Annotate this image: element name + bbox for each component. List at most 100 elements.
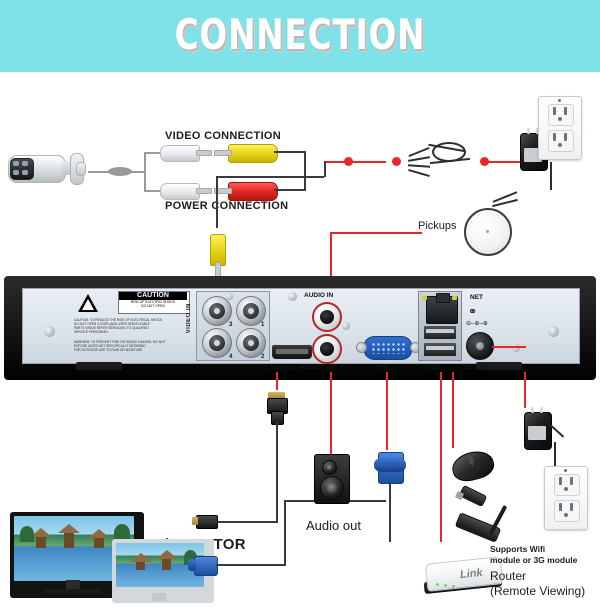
red-node-1 bbox=[344, 157, 353, 166]
power-red-trace-a bbox=[324, 161, 348, 163]
wall-outlet-top bbox=[538, 96, 582, 160]
video-connection-label: VIDEO CONNECTION bbox=[165, 130, 282, 142]
caution-body2: DO NOT OPEN COVER (AND USER SERVICEABLE bbox=[74, 322, 150, 326]
dc-red-trace-h bbox=[492, 346, 526, 348]
audio-in-label: AUDIO IN bbox=[304, 292, 334, 299]
vga-plug-dvr-head bbox=[374, 458, 406, 472]
vga-plug-monitor bbox=[194, 556, 218, 576]
usb-label: USB bbox=[426, 364, 440, 371]
video-down-wire bbox=[216, 176, 218, 228]
junction-wire bbox=[304, 176, 324, 178]
power-red-trace-c bbox=[488, 161, 520, 163]
power-rca-red bbox=[228, 182, 278, 201]
bnc-number-3: 3 bbox=[229, 322, 233, 328]
bnc-port-1[interactable] bbox=[236, 296, 266, 326]
router-label-line2: (Remote Viewing) bbox=[490, 584, 586, 598]
vga-red-trace bbox=[386, 372, 388, 450]
router-led-1 bbox=[436, 583, 439, 586]
dvr-foot-left bbox=[76, 362, 122, 370]
red-node-3 bbox=[480, 157, 489, 166]
hdmi-red-trace bbox=[276, 372, 278, 390]
usb-port-1[interactable] bbox=[424, 326, 456, 339]
header-band bbox=[0, 0, 600, 72]
dc-power-jack[interactable] bbox=[466, 332, 494, 360]
vga-cable-run-v bbox=[284, 500, 286, 566]
camera-splitter-top bbox=[144, 152, 162, 154]
router-label-line1: Router bbox=[490, 569, 527, 583]
power-male-plug bbox=[160, 183, 200, 200]
power-connection-label: POWER CONNECTION bbox=[165, 200, 289, 212]
pickups-label: Pickups bbox=[418, 220, 457, 232]
usb-mouse bbox=[449, 447, 497, 485]
video-rca-pin bbox=[214, 150, 232, 156]
vga-screw-left bbox=[356, 342, 367, 353]
power-rca-pin bbox=[214, 188, 232, 194]
net-port[interactable] bbox=[426, 293, 458, 324]
video-plug-pin bbox=[196, 150, 212, 156]
vga-label: VGA bbox=[374, 364, 389, 371]
router-led-2 bbox=[444, 584, 447, 587]
pickup-red-down bbox=[330, 232, 332, 290]
camera-splitter-bottom bbox=[144, 190, 162, 192]
hd-port-label: HD-port bbox=[271, 364, 296, 371]
wifi-note-line1: Supports Wifi bbox=[490, 544, 546, 554]
caution-sub2: DO NOT OPEN bbox=[141, 304, 165, 308]
net-led-right bbox=[452, 296, 457, 300]
tv-large-stand bbox=[44, 589, 102, 594]
vga-plug-dvr-cable bbox=[389, 482, 391, 542]
cable-ferrite bbox=[108, 167, 132, 176]
dvr-foot-right bbox=[476, 362, 522, 370]
wall-outlet-bottom bbox=[544, 466, 588, 530]
caution-body3: PARTS INSIDE REFER SERVICING TO QUALIFIE… bbox=[74, 326, 149, 330]
page-title: CONNECTION bbox=[174, 10, 426, 59]
audio-out-device-label: Audio out bbox=[306, 518, 361, 533]
net-label: NET bbox=[470, 294, 483, 301]
bnc-block-screw bbox=[226, 293, 233, 300]
caution-body4: SERVICE PERSONNEL bbox=[74, 330, 109, 334]
bnc-port-2[interactable] bbox=[236, 328, 266, 358]
audio-in-jack[interactable] bbox=[312, 302, 342, 332]
usb2-red-trace bbox=[452, 372, 454, 448]
audio-pickup-mic bbox=[464, 208, 512, 256]
caution-body1: CAUTION: TO REDUCE THE RISK OF ELECTRICA… bbox=[74, 318, 163, 322]
vga-port[interactable] bbox=[364, 336, 412, 360]
bnc-port-4[interactable] bbox=[202, 328, 232, 358]
dc-polarity-symbol: ⊖‒⊕‒⊕ bbox=[466, 321, 488, 327]
vga-cable-run-h bbox=[216, 564, 286, 566]
tv-large-neck bbox=[66, 580, 80, 590]
usb-port-2[interactable] bbox=[424, 343, 456, 356]
audio-out-label: AUDIO OUT bbox=[300, 364, 337, 371]
dc-12v-label: DC 12V bbox=[464, 364, 487, 371]
caution-body6: EXPOSE UNITS NOT SPECIFICALLY DESIGNED bbox=[74, 344, 146, 348]
power-wire-h bbox=[274, 189, 306, 191]
panel-screw-right bbox=[548, 326, 559, 337]
hdmi-cable-run-v bbox=[276, 422, 278, 522]
router-led-3 bbox=[452, 585, 455, 588]
audio-out-jack[interactable] bbox=[312, 334, 342, 364]
power-branch-v bbox=[324, 161, 326, 177]
video-in-label: VIDEO IN bbox=[186, 303, 192, 334]
monitor-small-neck bbox=[152, 593, 166, 601]
hdmi-port[interactable] bbox=[272, 345, 312, 359]
bnc-number-2: 2 bbox=[261, 354, 265, 360]
panel-screw-left bbox=[44, 326, 55, 337]
audio-speaker bbox=[314, 454, 350, 504]
power-plug-pin bbox=[196, 188, 212, 194]
power-red-trace-b bbox=[352, 161, 386, 163]
panel-screw-mid bbox=[288, 292, 297, 301]
video-wire-v bbox=[304, 151, 306, 177]
dc-red-trace-v bbox=[524, 372, 526, 408]
red-node-2 bbox=[392, 157, 401, 166]
bnc-port-3[interactable] bbox=[202, 296, 232, 326]
router-brand-label: Link bbox=[459, 566, 484, 582]
usb-red-trace bbox=[440, 372, 442, 542]
caution-body5: WARNING: TO PREVENT FIRE OR SHOCK HAZARD… bbox=[74, 340, 166, 344]
video-wire-h bbox=[274, 151, 306, 153]
caution-sub1: RISK OF ELECTRIC SHOCK bbox=[130, 300, 176, 304]
video-male-plug bbox=[160, 145, 200, 162]
video-rca-yellow bbox=[228, 144, 278, 163]
camera-splitter-trunk bbox=[144, 152, 146, 192]
net-icon: ⚭ bbox=[468, 306, 478, 318]
audioout-red-trace bbox=[330, 372, 332, 454]
